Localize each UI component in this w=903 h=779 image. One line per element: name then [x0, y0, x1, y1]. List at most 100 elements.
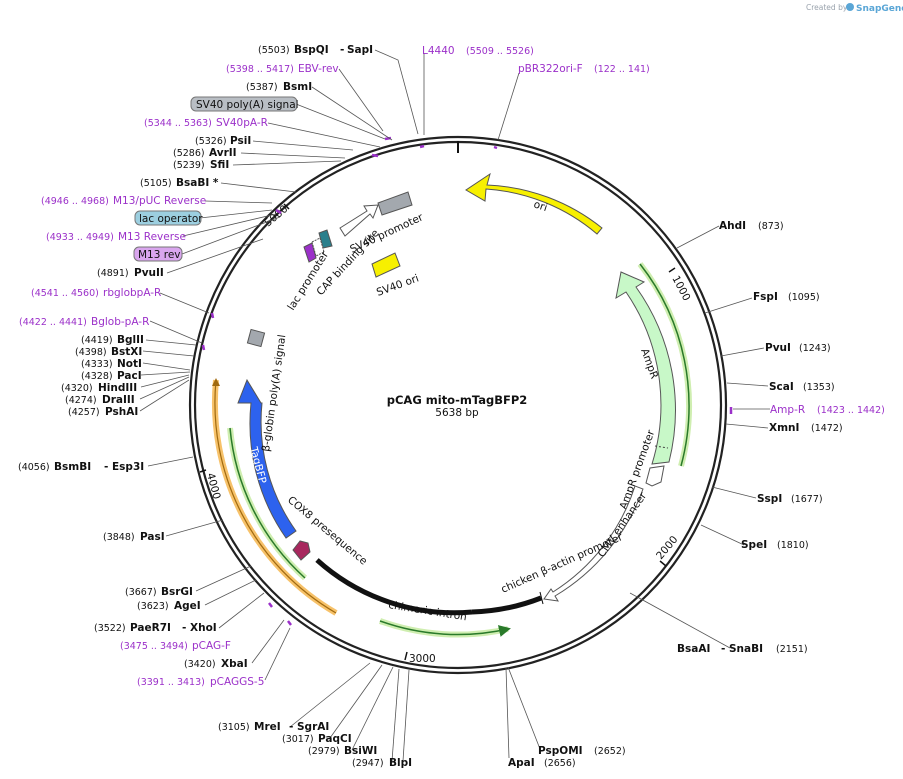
primer-l4440[interactable]: L4440 (5509 .. 5526): [422, 45, 534, 57]
boxed-sv40-polya[interactable]: SV40 poly(A) signal: [190, 96, 299, 112]
svg-text:(1095): (1095): [788, 292, 820, 303]
svg-text:BsrGI: BsrGI: [161, 586, 193, 598]
enzyme-bsabi[interactable]: (5105) BsaBI *: [140, 177, 219, 189]
svg-text:(2151): (2151): [776, 644, 808, 655]
enzyme-bstxi[interactable]: (4398) BstXI: [75, 346, 142, 358]
primer-rbglobpa-r[interactable]: (4541 .. 4560) rbglobpA-R: [31, 287, 161, 299]
enzyme-pvuii[interactable]: (4891) PvuII: [97, 267, 164, 279]
enzyme-bsaai-snabi[interactable]: BsaAI - SnaBI (2151): [677, 643, 808, 655]
primer-pcag-f[interactable]: (3475 .. 3494) pCAG-F: [120, 640, 231, 652]
enzyme-draiii[interactable]: (4274) DraIII: [65, 394, 135, 406]
svg-text:BspQI: BspQI: [294, 44, 329, 56]
svg-text:-: -: [721, 643, 725, 655]
svg-text:(4891): (4891): [97, 268, 129, 279]
svg-text:(1353): (1353): [803, 382, 835, 393]
enzyme-pshai[interactable]: (4257) PshAI: [68, 406, 138, 418]
svg-text:(3105): (3105): [218, 722, 250, 733]
svg-text:pCAGGS-5: pCAGGS-5: [210, 676, 264, 688]
enzyme-bsmbi-esp3i[interactable]: (4056) BsmBI - Esp3I: [18, 461, 144, 473]
primer-labels: (5398 .. 5417) EBV-rev (5344 .. 5363) SV…: [19, 45, 885, 688]
enzyme-paqci[interactable]: (3017) PaqCI: [282, 733, 352, 745]
feature-sv40-ori[interactable]: SV40 ori: [371, 252, 421, 299]
feature-cox8[interactable]: COX8 presequence: [285, 494, 369, 567]
svg-text:-: -: [104, 461, 108, 473]
svg-text:(3420): (3420): [184, 659, 216, 670]
primer-pcaggs-5[interactable]: (3391 .. 3413) pCAGGS-5: [137, 676, 264, 688]
svg-text:(3522): (3522): [94, 623, 126, 634]
ampr-band-line: [639, 263, 690, 467]
enzyme-avrii[interactable]: (5286) AvrII: [173, 147, 237, 159]
primer-amp-r[interactable]: Amp-R (1423 .. 1442): [770, 404, 885, 416]
enzyme-sfii[interactable]: (5239) SfiI: [173, 159, 229, 171]
svg-text:(4320): (4320): [61, 383, 93, 394]
enzyme-scai[interactable]: ScaI (1353): [769, 381, 835, 393]
svg-text:(1677): (1677): [791, 494, 823, 505]
enzyme-bspqi-sapi[interactable]: (5503) BspQI - SapI: [258, 44, 373, 56]
enzyme-paer7i-xhoi[interactable]: (3522) PaeR7I - XhoI: [94, 622, 217, 634]
enzyme-apai[interactable]: ApaI (2656): [508, 757, 576, 769]
feature-chimeric-intron[interactable]: chimeric intron: [315, 558, 473, 623]
svg-text:SspI: SspI: [757, 493, 782, 505]
svg-text:Amp-R: Amp-R: [770, 404, 805, 416]
boxed-m13-rev[interactable]: M13 rev: [133, 246, 183, 262]
svg-text:(2979): (2979): [308, 746, 340, 757]
enzyme-sspi[interactable]: SspI (1677): [757, 493, 823, 505]
svg-text:(5509 .. 5526): (5509 .. 5526): [466, 46, 534, 57]
svg-text:(3667): (3667): [125, 587, 157, 598]
enzyme-ahdi[interactable]: AhdI (873): [719, 220, 784, 232]
enzyme-fspi[interactable]: FspI (1095): [753, 291, 820, 303]
enzyme-pvui[interactable]: PvuI (1243): [765, 342, 831, 354]
enzyme-bsiwi[interactable]: (2979) BsiWI: [308, 745, 377, 757]
svg-text:-: -: [340, 44, 344, 56]
enzyme-pspomi[interactable]: PspOMI (2652): [538, 745, 626, 757]
primer-m13-reverse[interactable]: (4933 .. 4949) M13 Reverse: [46, 231, 186, 243]
svg-text:BstXI: BstXI: [111, 346, 142, 358]
primer-sv40pa-r[interactable]: (5344 .. 5363) SV40pA-R: [144, 117, 268, 129]
enzyme-xmni[interactable]: XmnI (1472): [769, 422, 843, 434]
enzyme-blpi[interactable]: (2947) BlpI: [352, 757, 412, 769]
svg-text:(3391 .. 3413): (3391 .. 3413): [137, 677, 205, 688]
enzyme-bsmi[interactable]: (5387) BsmI: [246, 81, 312, 93]
enzyme-noti[interactable]: (4333) NotI: [81, 358, 142, 370]
boxed-lac-operator[interactable]: lac operator: [134, 210, 203, 226]
enzyme-agei[interactable]: (3623) AgeI: [137, 600, 201, 612]
svg-text:(1423 .. 1442): (1423 .. 1442): [817, 405, 885, 416]
primer-m13-puc-reverse[interactable]: (4946 .. 4968) M13/pUC Reverse: [41, 195, 206, 207]
svg-text:XmnI: XmnI: [769, 422, 799, 434]
feature-sv40-polya[interactable]: [377, 191, 413, 216]
svg-text:(4946 .. 4968): (4946 .. 4968): [41, 196, 109, 207]
svg-text:MreI: MreI: [254, 721, 281, 733]
enzyme-mrei-sgrai[interactable]: (3105) MreI - SgrAI: [218, 721, 329, 733]
enzyme-psii[interactable]: (5326) PsiI: [195, 135, 251, 147]
enzyme-spei[interactable]: SpeI (1810): [741, 539, 809, 551]
leader-lines: [139, 49, 770, 762]
enzyme-bglii[interactable]: (4419) BglII: [81, 334, 144, 346]
primer-bglob-pa-r[interactable]: (4422 .. 4441) Bglob-pA-R: [19, 316, 149, 328]
ori-label: ori: [532, 198, 549, 214]
feature-ori[interactable]: ori: [465, 172, 603, 235]
enzyme-paci[interactable]: (4328) PacI: [81, 370, 142, 382]
svg-text:-: -: [182, 622, 186, 634]
svg-text:SgrAI: SgrAI: [297, 721, 329, 733]
boxed-labels: SV40 poly(A) signal lac operator M13 rev: [133, 96, 299, 262]
svg-text:(4328): (4328): [81, 371, 113, 382]
enzyme-hindiii[interactable]: (4320) HindIII: [61, 382, 137, 394]
svg-text:PsiI: PsiI: [230, 135, 251, 147]
svg-text:(2656): (2656): [544, 758, 576, 769]
svg-text:BsaAI: BsaAI: [677, 643, 710, 655]
svg-text:SpeI: SpeI: [741, 539, 767, 551]
svg-text:PaeR7I: PaeR7I: [130, 622, 171, 634]
orange-band-arrow: [212, 378, 220, 386]
enzyme-xbai[interactable]: (3420) XbaI: [184, 658, 248, 670]
primer-pbr322ori-f[interactable]: pBR322ori-F (122 .. 141): [518, 63, 650, 75]
svg-text:(5286): (5286): [173, 148, 205, 159]
enzyme-pasi[interactable]: (3848) PasI: [103, 531, 165, 543]
svg-text:SV40pA-R: SV40pA-R: [216, 117, 268, 129]
svg-text:AvrII: AvrII: [209, 147, 237, 159]
svg-text:PvuI: PvuI: [765, 342, 791, 354]
primer-ebv-rev[interactable]: (5398 .. 5417) EBV-rev: [226, 63, 339, 75]
enzyme-bsrgi[interactable]: (3667) BsrGI: [125, 586, 193, 598]
svg-text:(4422 .. 4441): (4422 .. 4441): [19, 317, 87, 328]
svg-text:pBR322ori-F: pBR322ori-F: [518, 63, 583, 75]
